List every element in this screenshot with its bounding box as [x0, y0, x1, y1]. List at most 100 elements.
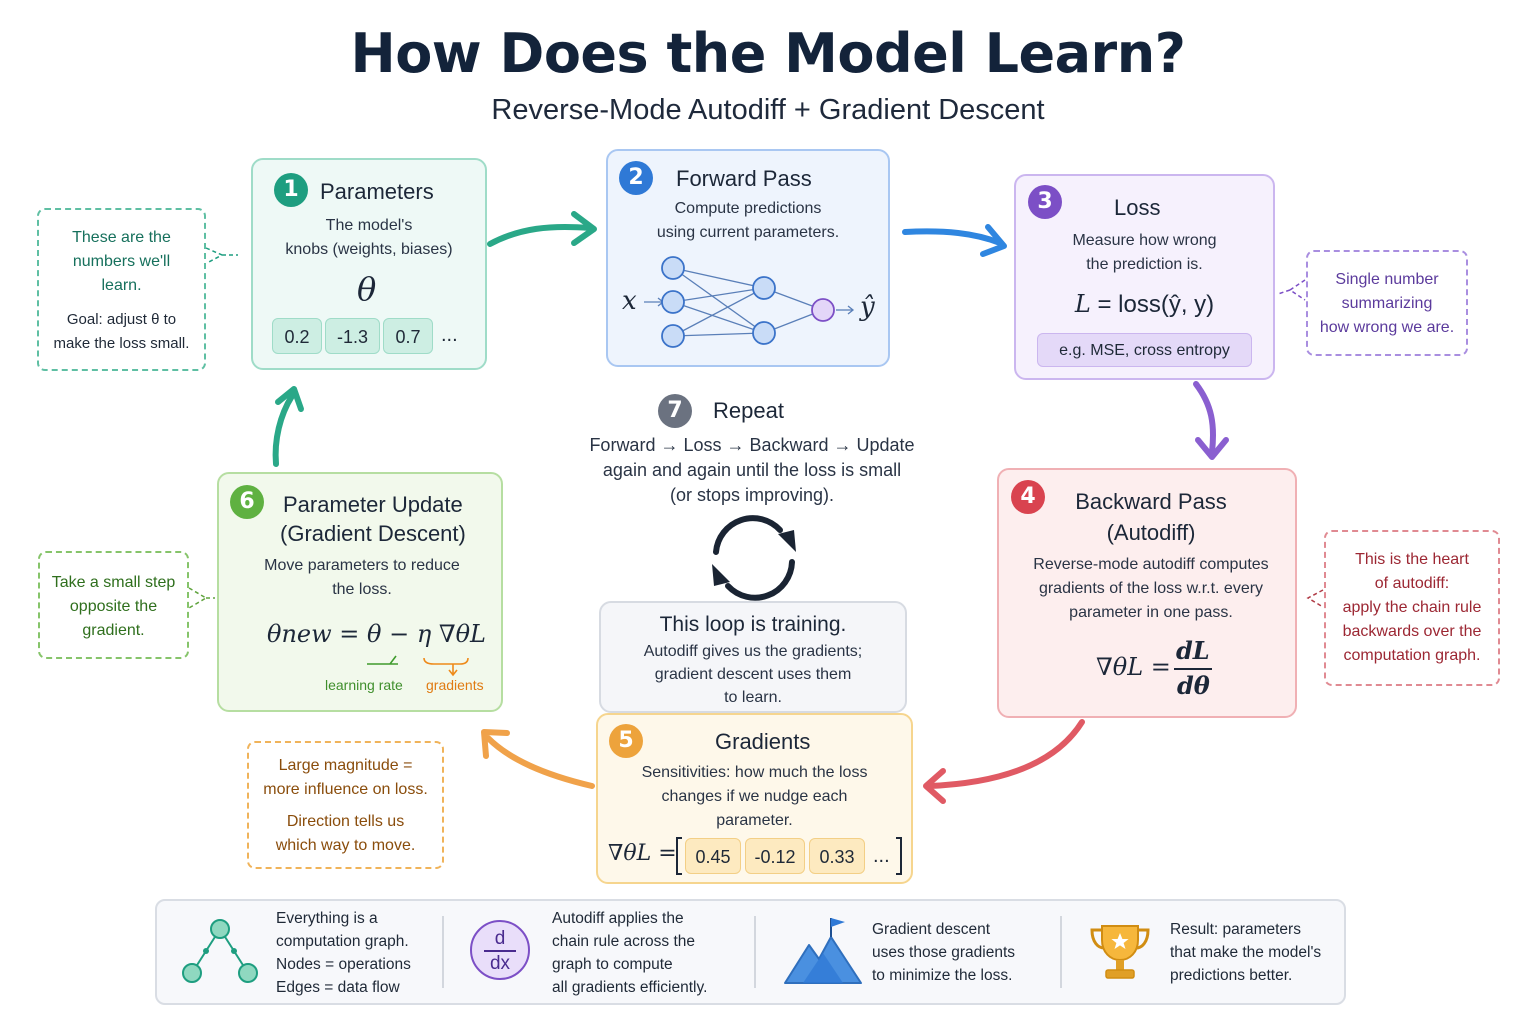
loop-desc-line: Autodiff gives us the gradients;: [643, 643, 863, 660]
note-text: apply the chain rule: [1342, 599, 1482, 616]
backward-desc-line: parameter in one pass.: [1069, 604, 1233, 621]
mountain-flag-icon: [784, 918, 862, 984]
footer-line: that make the model's: [1170, 944, 1322, 961]
note-text: of autodiff:: [1374, 575, 1450, 592]
footer-line: uses those gradients: [872, 944, 1016, 961]
update-desc-line: Move parameters to reduce: [264, 557, 460, 574]
training-loop-box: [599, 601, 907, 713]
note-text: These are the: [72, 229, 171, 246]
gradient-ellipsis: ...: [873, 845, 890, 867]
divider: [754, 916, 756, 988]
step-badge-4: 4: [1011, 480, 1045, 514]
summary-bar: [155, 899, 1346, 1005]
note-text: learn.: [101, 277, 142, 294]
backward-title: Backward Pass: [1075, 489, 1227, 514]
param-value: -1.3: [325, 318, 380, 354]
footer-line: Result: parameters: [1170, 921, 1301, 938]
gradient-value: -0.12: [745, 838, 805, 874]
gradient-denominator: dθ: [1177, 671, 1210, 700]
page-subtitle: Reverse-Mode Autodiff + Gradient Descent: [491, 94, 1045, 126]
param-value: 0.7: [383, 318, 433, 354]
arrow-loss-to-backward: [1193, 381, 1217, 455]
backward-desc-line: gradients of the loss w.r.t. every: [1038, 580, 1264, 597]
note-text: Large magnitude =: [278, 757, 413, 774]
step-badge-7: 7: [658, 394, 692, 428]
forward-desc-line: Compute predictions: [674, 200, 822, 217]
note-parameters: These are the numbers we'll learn. Goal:…: [37, 208, 206, 371]
step-badge-1: 1: [274, 173, 308, 207]
trophy-icon: [1090, 925, 1150, 979]
loss-symbol: L: [1074, 290, 1091, 318]
formula-annotations: [367, 655, 469, 677]
loop-title: This loop is training.: [659, 613, 847, 636]
loss-desc-line: the prediction is.: [1086, 256, 1203, 273]
loop-desc-line: to learn.: [724, 689, 782, 706]
graph-icon: [182, 919, 258, 983]
note-text: more influence on loss.: [263, 781, 428, 798]
backward-desc-line: Reverse-mode autodiff computes: [1033, 556, 1269, 573]
derivative-icon: d dx: [470, 920, 530, 980]
footer-line: all gradients efficiently.: [552, 979, 708, 996]
footer-text: Everything is a computation graph. Nodes…: [276, 907, 411, 999]
footer-line: predictions better.: [1170, 967, 1293, 984]
loss-examples: e.g. MSE, cross entropy: [1037, 333, 1252, 367]
output-node: [811, 298, 835, 322]
arrow-forward-to-loss: [902, 228, 1003, 246]
theta-symbol: θ: [357, 270, 377, 308]
note-gradients: Large magnitude = more influence on loss…: [247, 741, 444, 869]
note-text: which way to move.: [275, 837, 416, 854]
gradients-label: gradients: [426, 677, 484, 693]
note-text: numbers we'll: [72, 253, 171, 270]
gradients-desc-line: changes if we nudge each: [661, 788, 848, 805]
note-text: Single number: [1335, 271, 1439, 288]
gradients-desc-line: parameter.: [716, 812, 793, 829]
fraction-bar: [1174, 668, 1212, 670]
forward-pass-title: Forward Pass: [676, 166, 812, 191]
learning-rate-label: learning rate: [325, 677, 403, 693]
note-text: computation graph.: [1343, 647, 1481, 664]
update-formula: θnew = θ − η ∇θL: [267, 620, 486, 648]
card-backward-pass: [997, 468, 1297, 718]
neural-network-icon: [644, 256, 855, 348]
input-x-label: x: [622, 286, 637, 316]
parameters-desc-line: The model's: [325, 217, 413, 234]
divider: [1060, 916, 1062, 988]
footer-line: Autodiff applies the: [552, 910, 684, 927]
step-badge-5: 5: [609, 724, 643, 758]
note-text: This is the heart: [1355, 551, 1469, 568]
param-ellipsis: ...: [441, 324, 458, 346]
arrow-update-to-params: [272, 393, 295, 467]
repeat-desc-line: (or stops improving).: [669, 485, 835, 505]
note-text: summarizing: [1341, 295, 1433, 312]
footer-line: Gradient descent: [872, 921, 991, 938]
note-text: backwards over the: [1342, 623, 1482, 640]
derivative-icon-top: d: [494, 928, 506, 949]
card-forward-pass: [606, 149, 890, 367]
gradient-value: 0.33: [809, 838, 865, 874]
footer-line: Everything is a: [276, 910, 378, 927]
repeat-desc-line: again and again until the loss is small: [602, 460, 902, 480]
footer-line: computation graph.: [276, 933, 409, 950]
gradient-lhs: ∇θL =: [1096, 653, 1171, 681]
parameters-title: Parameters: [320, 179, 434, 204]
bracket-left: [676, 837, 682, 875]
gradient-numerator: dL: [1176, 636, 1210, 665]
param-value: 0.2: [272, 318, 322, 354]
hidden-node: [752, 276, 776, 300]
note-text: Goal: adjust θ to: [66, 311, 177, 328]
loss-formula: L = loss(ŷ, y): [1014, 290, 1275, 319]
step-badge-2: 2: [619, 161, 653, 195]
note-text: make the loss small.: [53, 335, 190, 352]
input-node: [661, 290, 685, 314]
bracket-right: [896, 837, 902, 875]
repeat-title: Repeat: [713, 398, 784, 423]
page-title: How Does the Model Learn?: [350, 22, 1186, 85]
loss-desc-line: Measure how wrong: [1072, 232, 1217, 249]
forward-desc-line: using current parameters.: [656, 224, 840, 241]
gradient-value: 0.45: [685, 838, 741, 874]
note-text: how wrong we are.: [1319, 319, 1455, 336]
output-yhat-label: ŷ: [860, 292, 875, 322]
footer-line: Nodes = operations: [276, 956, 411, 973]
step-badge-3: 3: [1028, 185, 1062, 219]
